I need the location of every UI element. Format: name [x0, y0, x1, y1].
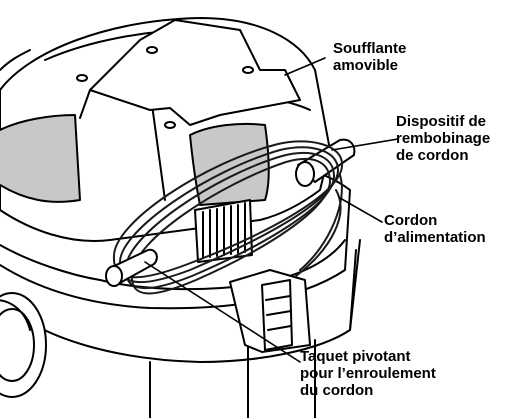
blower-frame: [76, 19, 301, 129]
latch-clip: [229, 269, 311, 353]
filter-grille: [194, 199, 253, 263]
cord-rewind-post: [295, 138, 356, 187]
cord-rewind-label: Dispositif de rembobinage de cordon: [396, 113, 491, 164]
blower-label: Soufflante amovible: [333, 40, 407, 74]
coiled-cord: [112, 140, 344, 295]
leader-lines: [144, 57, 399, 363]
power-cord-label: Cordon d’alimentation: [384, 212, 486, 246]
swivel-hook-label: Taquet pivotant pour l’enroulement du co…: [300, 348, 436, 399]
caster-wheel: [0, 292, 47, 398]
swivel-hook: [105, 248, 158, 287]
